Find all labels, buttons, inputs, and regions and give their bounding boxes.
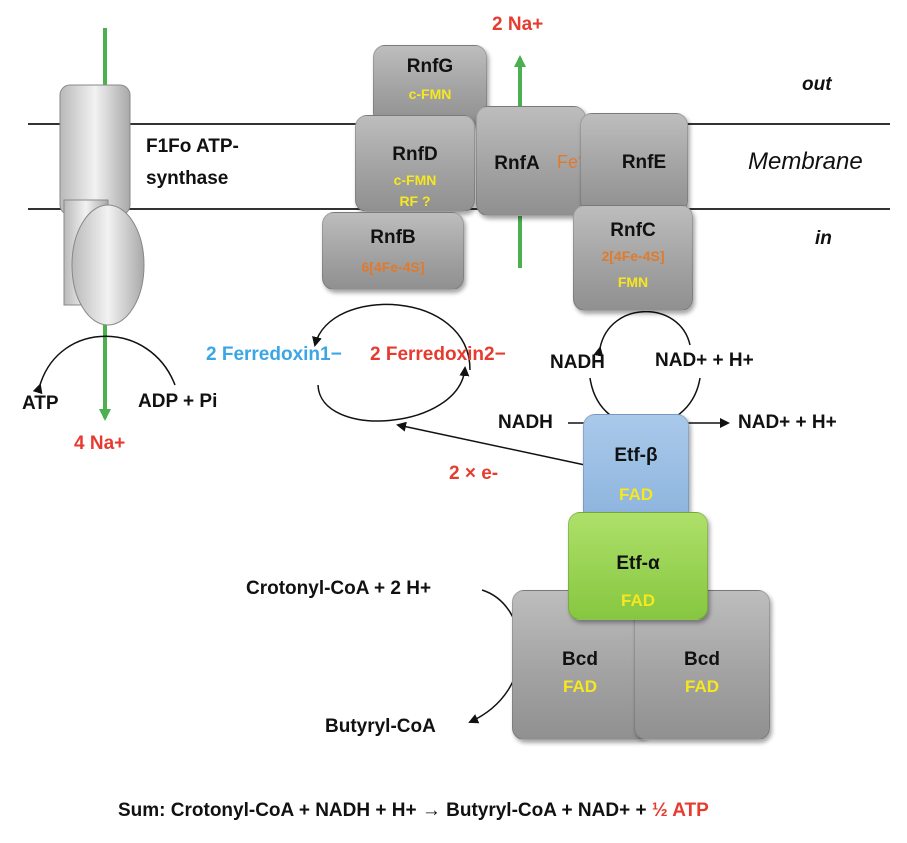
bcd-2-name: Bcd [684,649,720,670]
rnfc-cofactor-1: 2[4Fe-4S] [601,248,665,264]
rnfe-box: RnfE [580,113,688,213]
rnfd-name: RnfD [392,144,438,165]
etf-beta-cofactor: FAD [619,485,653,504]
bcd-2-cofactor: FAD [685,677,719,696]
bcd-1-name: Bcd [562,649,598,670]
rnfb-name: RnfB [370,227,416,248]
atp-label: ATP [22,393,59,414]
etf-alpha-cofactor: FAD [621,591,655,610]
etf-beta-name: Etf-β [614,445,658,466]
rnfd-cofactor-2: RF ? [399,193,431,209]
etf-alpha-name: Etf-α [616,553,660,574]
nadh-rnfc-label: NADH [550,352,605,373]
ferredoxin-cycle-top-arrow [312,303,471,371]
rnfe-name: RnfE [621,152,667,173]
ferredoxin-red-label: 2 Ferredoxin2− [370,344,506,365]
rnfc-box: RnfC 2[4Fe-4S] FMN [573,205,693,311]
adp-pi-label: ADP + Pi [138,391,218,412]
rnfb-cofactor: 6[4Fe-4S] [361,259,425,275]
ferredoxin-ox-label: 2 Ferredoxin1− [206,344,342,365]
electrons-label: 2 × e- [449,463,499,484]
etf-beta-box: Etf-β FAD [583,414,689,522]
rnfa-name: RnfA [494,153,540,174]
atp-synthase-label-2: synthase [146,168,229,189]
sum-prefix: Sum: Crotonyl-CoA + NADH + H+ → Butyryl-… [118,800,652,821]
nadh-etf-label: NADH [498,412,553,433]
rnfd-cofactor-1: c-FMN [393,172,437,188]
na-pumped-label: 2 Na+ [492,14,544,35]
etf-alpha-box: Etf-α FAD [568,512,708,620]
sum-equation: Sum: Crotonyl-CoA + NADH + H+ → Butyryl-… [118,800,709,822]
compartment-membrane-label: Membrane [748,148,863,175]
compartment-in-label: in [815,228,832,249]
rnfg-box: RnfG c-FMN [373,45,487,125]
butyryl-label: Butyryl-CoA [325,716,436,737]
rnfa-box: RnfA Fe? [476,106,588,216]
atp-synthase-label-1: F1Fo ATP- [146,136,239,157]
sum-atp: ½ ATP [651,800,709,821]
rnfg-name: RnfG [406,56,454,77]
compartment-out-label: out [802,74,832,95]
electron-arrow [396,421,586,466]
rnfd-box: RnfD c-FMN RF ? [355,115,475,212]
nadh-cycle-top-arrow [593,310,691,357]
bcd-1-cofactor: FAD [563,677,597,696]
na-out-label: 4 Na+ [74,433,126,454]
rnfc-cofactor-2: FMN [617,274,649,290]
ferredoxin-cycle-bottom-arrow [317,366,470,422]
crotonyl-label: Crotonyl-CoA + 2 H+ [246,578,432,599]
rnfg-cofactor: c-FMN [408,86,452,102]
rnfc-name: RnfC [610,220,656,241]
atp-synthase-shape [32,28,176,421]
nad-rnfc-label: NAD+ + H+ [655,350,754,371]
rnfb-box: RnfB 6[4Fe-4S] [322,212,464,290]
nad-etf-label: NAD+ + H+ [738,412,837,433]
